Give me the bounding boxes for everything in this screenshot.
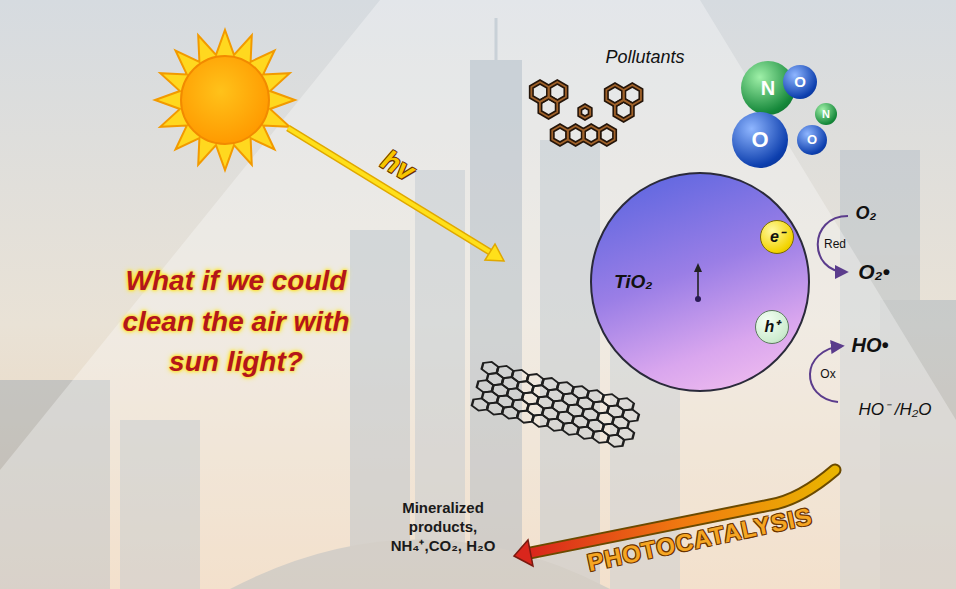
species-label: HO• xyxy=(851,333,888,357)
graphene-cell xyxy=(607,433,625,449)
oxygen-atom: O xyxy=(732,112,788,168)
photocatalysis-arrow-head xyxy=(514,540,533,566)
aromatic-ring-highlight xyxy=(568,126,584,144)
node-text: N xyxy=(822,108,830,120)
aromatic-ring-highlight xyxy=(540,97,557,117)
light-symbol: hv xyxy=(375,143,420,188)
species-label: O₂• xyxy=(858,259,890,284)
excitation-arrow-head xyxy=(694,263,702,272)
process-label: PHOTOCATALYSIS xyxy=(585,502,815,578)
light-arrow-outline xyxy=(288,128,490,252)
headline-question: What if we could clean the air with sun … xyxy=(105,261,367,383)
aromatic-ring xyxy=(580,106,590,118)
aromatic-ring-highlight xyxy=(552,126,568,144)
sun-icon xyxy=(155,30,295,170)
excitation-arrow-shaft xyxy=(697,270,699,298)
node-text: O xyxy=(794,74,806,91)
node-text: TiO₂ xyxy=(614,272,653,293)
products-label: Mineralized products, NH₄⁺,CO₂, H₂O xyxy=(377,499,509,555)
oxidation-arrow xyxy=(810,346,842,402)
aromatic-ring xyxy=(540,97,557,117)
aromatic-ring-highlight xyxy=(580,106,590,118)
aromatic-ring-highlight xyxy=(583,126,599,144)
sun-rays xyxy=(155,30,295,170)
pollutant-molecule xyxy=(531,82,641,144)
excitation-dot xyxy=(695,296,701,302)
nitrogen-atom: N xyxy=(815,103,837,125)
node-text: O xyxy=(751,128,768,152)
species-label: HO⁻ /H₂O xyxy=(859,400,932,420)
reaction-label: Ox xyxy=(820,367,835,381)
species-label: O₂ xyxy=(856,203,877,225)
tio2-particle: TiO₂ e⁻ h⁺ xyxy=(590,172,810,392)
node-text: N xyxy=(761,77,775,99)
node-text: h⁺ xyxy=(765,318,780,336)
sun-disc xyxy=(181,56,269,144)
node-text: e⁻ xyxy=(770,228,784,246)
oxygen-atom: O xyxy=(783,65,817,99)
aromatic-ring xyxy=(599,126,615,144)
oxygen-atom: O xyxy=(797,125,827,155)
reduction-arrow xyxy=(818,216,848,272)
node-text: O xyxy=(807,133,817,147)
graphene-cell xyxy=(617,426,635,442)
aromatic-ring xyxy=(615,100,632,120)
light-arrow xyxy=(288,128,504,261)
graphene-sheet xyxy=(471,360,642,451)
hole-circle: h⁺ xyxy=(755,310,789,344)
light-arrow-shaft xyxy=(288,128,490,252)
aromatic-ring-highlight xyxy=(615,100,632,120)
aromatic-ring-highlight xyxy=(599,126,615,144)
group-label: Pollutants xyxy=(605,47,684,69)
reaction-label: Red xyxy=(824,237,846,251)
excitation-arrow xyxy=(688,260,708,304)
electron-circle: e⁻ xyxy=(760,220,794,254)
light-arrow-head xyxy=(485,244,504,261)
graphene-cell xyxy=(621,407,639,423)
